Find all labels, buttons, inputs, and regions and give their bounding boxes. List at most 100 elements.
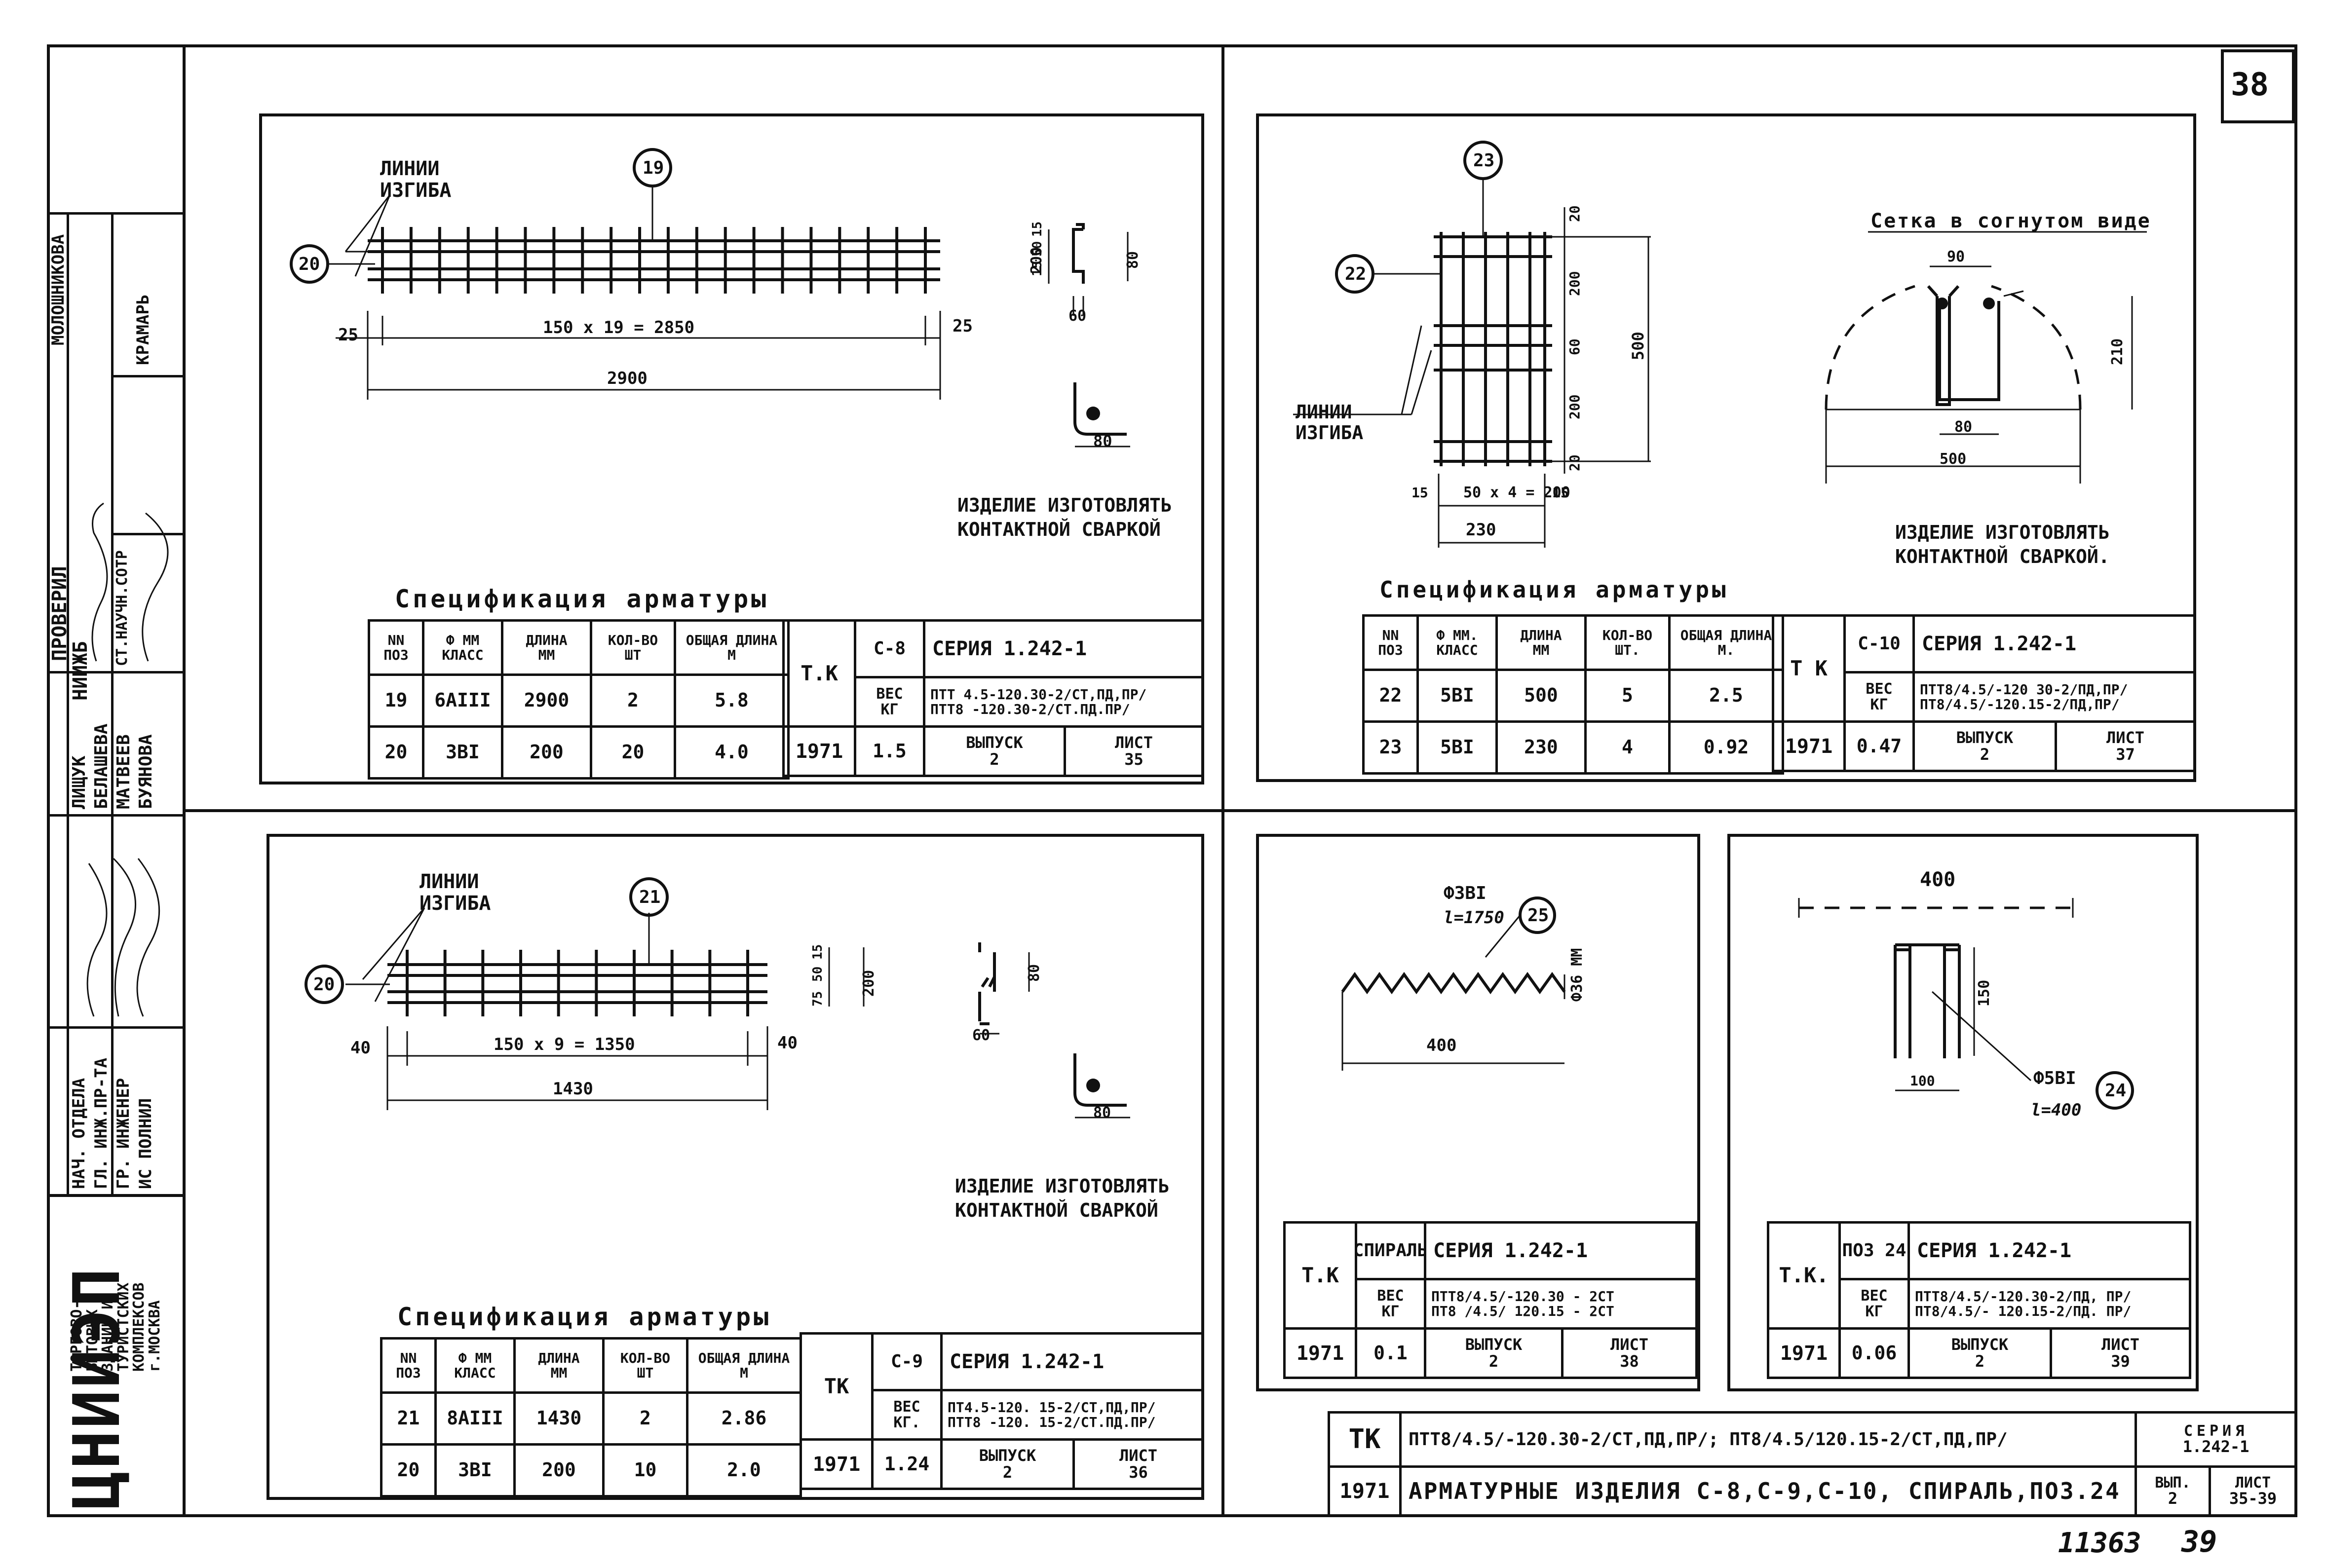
main-sheet-label: ЛИСТ	[2235, 1474, 2271, 1492]
dimension-label: Ф36 ММ	[1568, 948, 1586, 1002]
spec-cell: 5BI	[1416, 720, 1498, 775]
dimension-label: 200	[1566, 394, 1583, 419]
dimension-label: 21	[639, 887, 660, 907]
tb-desc: ПТТ 4.5-120.30-2/СТ,ПД,ПР/ ПТТ8 -120.30-…	[923, 676, 1204, 728]
dimension-label: 60	[1566, 338, 1583, 355]
main-sheets: 35-39	[2229, 1489, 2277, 1508]
dimension-label: 25	[953, 316, 973, 336]
signature-strokes	[86, 502, 169, 1017]
tb-sheet-label: ЛИСТ	[1610, 1335, 1649, 1354]
dimension-label: 230	[1466, 520, 1496, 540]
pos24-bar: Ф5BI	[2033, 1068, 2076, 1088]
tb-weight: 1.5	[854, 725, 925, 777]
dimension-label: 50	[1030, 241, 1045, 257]
panel-spiral-frame	[1256, 834, 1700, 1391]
dimension-label: 150	[1976, 980, 1993, 1007]
binding-margin-line	[183, 44, 186, 1517]
spiral-length: l=1750	[1444, 908, 1504, 928]
tb-issue-label: ВЫПУСК	[1465, 1335, 1523, 1354]
spec-title-c10: Спецификация арматуры	[1379, 576, 1729, 603]
bend-label-c9: ЛИНИИ ИЗГИБА	[419, 870, 491, 915]
spiral-bar: Ф3BI	[1444, 883, 1487, 903]
dimension-label: 15	[1411, 485, 1428, 501]
dimension-label: 200	[1028, 247, 1045, 274]
tb-sheet: 35	[1124, 749, 1144, 769]
dimension-label: 210	[2109, 338, 2126, 365]
vertical-divider	[1221, 44, 1224, 1517]
tb-tk: Т.К.	[1767, 1221, 1841, 1330]
panel-c9-frame	[267, 834, 1204, 1500]
main-issue-cell: ВЫП. 2	[2135, 1465, 2211, 1517]
dimension-label: 23	[1473, 150, 1494, 171]
main-issue: 2	[2168, 1489, 2178, 1508]
dimension-label: 50 x 4 = 200	[1463, 484, 1570, 501]
dimension-label: 50	[810, 967, 825, 982]
tb-sheet-label: ЛИСТ	[1119, 1446, 1158, 1465]
pos24-top-dim: 400	[1920, 868, 1956, 891]
tb-issue: 2	[1975, 1351, 1985, 1371]
main-tk: ТК	[1328, 1411, 1402, 1468]
dimension-label: 15	[1552, 485, 1569, 501]
main-year: 1971	[1328, 1465, 1402, 1517]
tb-sheet-label: ЛИСТ	[2106, 728, 2145, 747]
tb-weight: 0.1	[1355, 1327, 1426, 1379]
spec-title-c8: Спецификация арматуры	[395, 585, 769, 613]
panel-pos24-frame	[1727, 834, 2199, 1391]
tb-issue-label: ВЫПУСК	[1956, 728, 2014, 747]
dimension-label: 75	[810, 991, 825, 1007]
dimension-label: 90	[1947, 248, 1965, 265]
dimension-label: 80	[1026, 964, 1043, 982]
dimension-label: 25	[338, 325, 358, 345]
dimension-label: 20	[299, 254, 320, 274]
panel-c8-frame	[259, 113, 1204, 784]
dimension-label: 500	[1940, 450, 1966, 468]
dimension-label: 2900	[607, 369, 648, 388]
main-series-cell: СЕРИЯ 1.242-1	[2135, 1411, 2297, 1468]
tb-year: 1971	[1767, 1327, 1841, 1379]
tb-weight-label: ВЕС КГ	[1838, 1278, 1910, 1330]
tb-sheet: 36	[1129, 1462, 1148, 1482]
tb-issue: 2	[990, 749, 999, 769]
main-series: 1.242-1	[2182, 1437, 2250, 1456]
dimension-label: 19	[643, 158, 664, 178]
dimension-label: 80	[1093, 432, 1112, 450]
sheet-number-box	[2221, 49, 2295, 123]
dimension-label: 150 x 9 = 1350	[494, 1035, 635, 1054]
dimension-label: 40	[777, 1033, 798, 1053]
dimension-label: 1430	[553, 1079, 593, 1099]
dimension-label: 15	[810, 944, 825, 960]
tb-issue: 2	[1488, 1351, 1499, 1371]
dimension-label: 200	[1566, 271, 1583, 296]
page-number: 39	[2181, 1525, 2217, 1559]
tb-weight: 0.06	[1838, 1327, 1910, 1379]
main-desc: ПТТ8/4.5/-120.30-2/СТ,ПД,ПР/; ПТ8/4.5/12…	[1399, 1411, 2137, 1468]
pos24-length: l=400	[2031, 1100, 2082, 1120]
dimension-label: 60	[1068, 307, 1086, 325]
panel-c10-frame	[1256, 113, 2196, 782]
tb-mark: ПОЗ 24	[1838, 1221, 1910, 1280]
tb-sheet-label: ЛИСТ	[2101, 1335, 2140, 1354]
dimension-label: 15	[1030, 261, 1045, 276]
bend-label-c8: ЛИНИИ ИЗГИБА	[380, 157, 452, 202]
dimension-label: 80	[1954, 418, 1972, 436]
dimension-label: 25	[1527, 905, 1549, 926]
dimension-label: 500	[1629, 332, 1647, 360]
dimension-label: 15	[1030, 222, 1045, 237]
folded-title: Сетка в согнутом виде	[1870, 210, 2151, 232]
main-issue-label: ВЫП.	[2155, 1474, 2191, 1492]
horizontal-divider	[183, 809, 2297, 812]
tb-series: СЕРИЯ 1.242-1	[1907, 1221, 2191, 1280]
sheet-frame	[47, 44, 2297, 1517]
spec-cell: 0.92	[1668, 720, 1784, 775]
dimension-label: 24	[2105, 1081, 2126, 1101]
